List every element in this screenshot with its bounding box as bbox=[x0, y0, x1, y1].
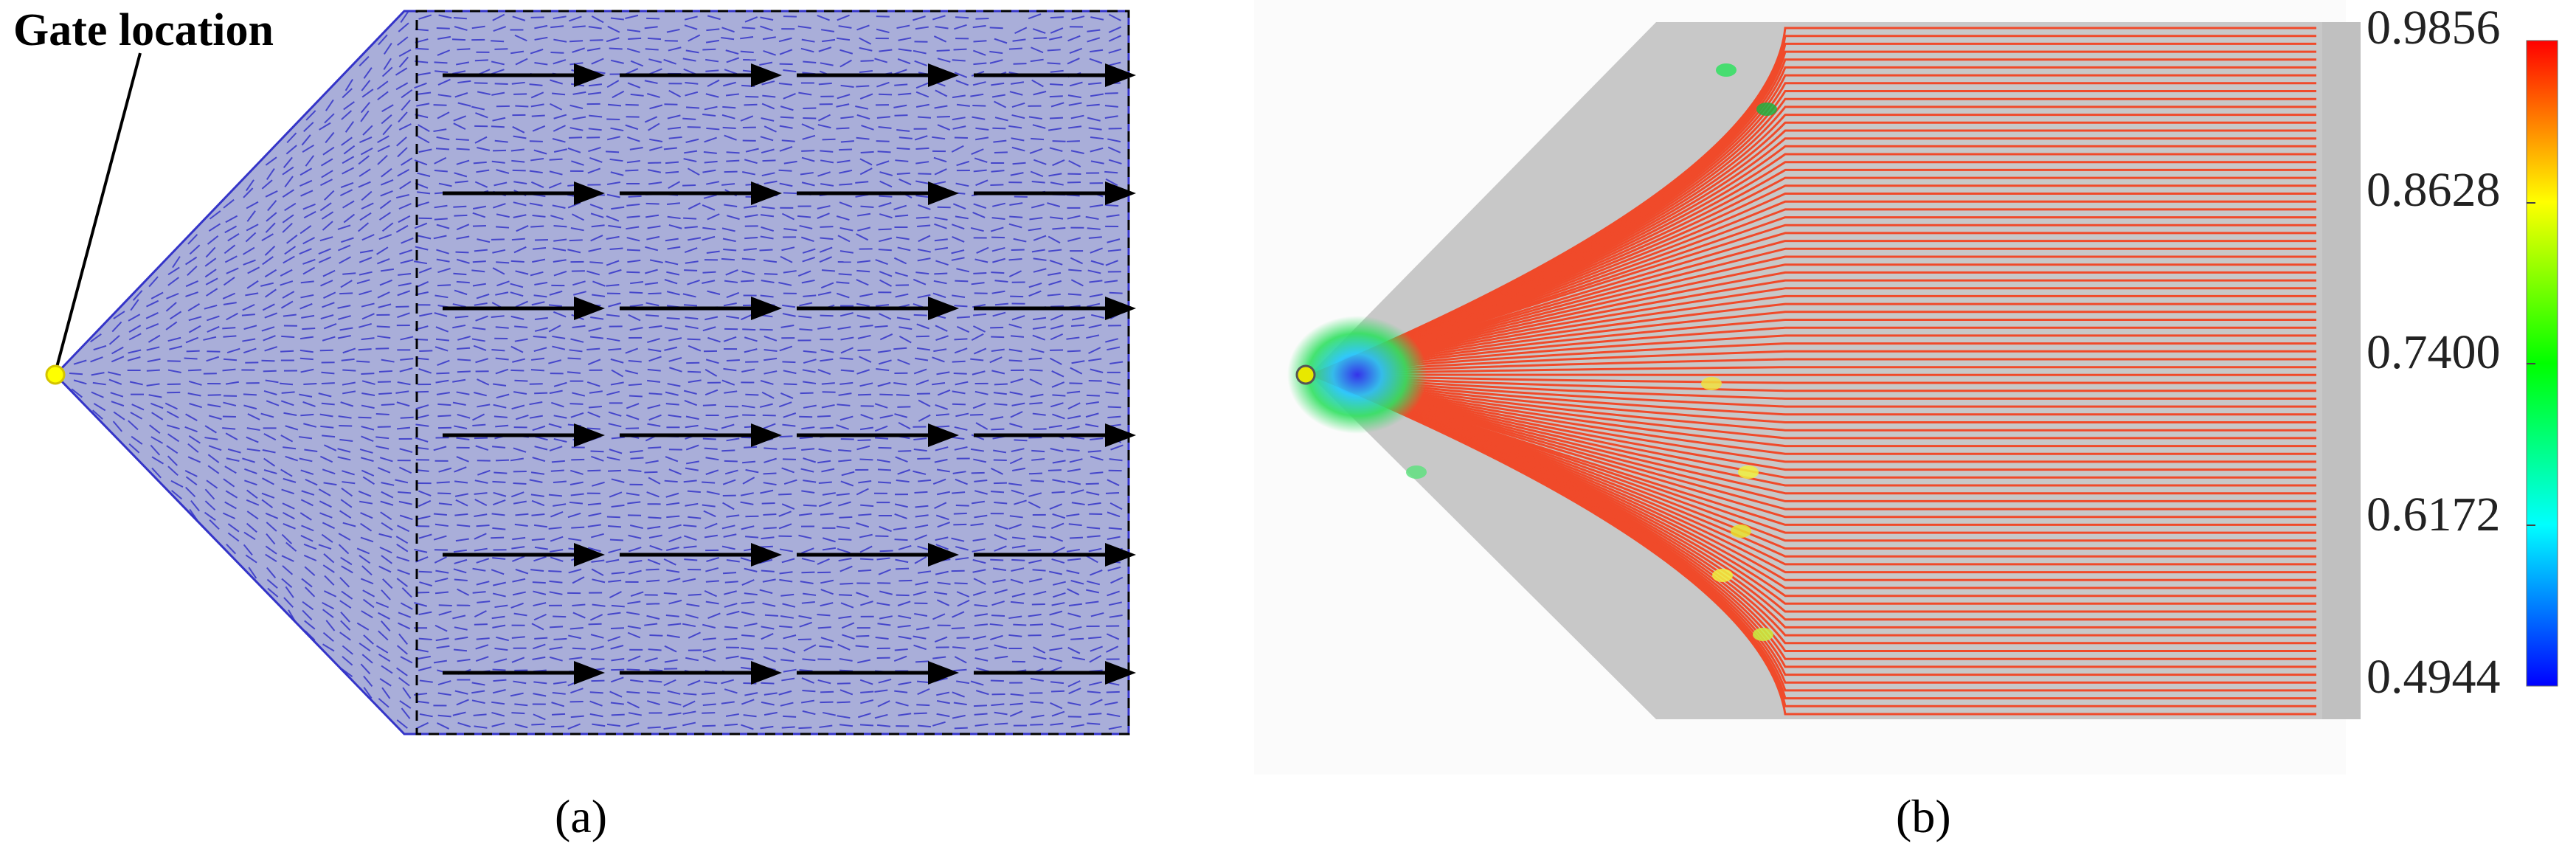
analysis-region-box bbox=[415, 10, 1130, 735]
colorbar-ticks bbox=[2527, 202, 2535, 526]
mold-cavity-a bbox=[53, 10, 1130, 735]
colorbar-tick-min: 0.4944 bbox=[2366, 650, 2501, 704]
colorbar-tick-4: 0.6172 bbox=[2366, 488, 2501, 541]
gate-marker bbox=[45, 364, 66, 385]
colorbar-tick-max: 0.9856 bbox=[2366, 1, 2501, 55]
panel-label-a: (a) bbox=[555, 790, 608, 842]
gate-location-label: Gate location bbox=[13, 5, 274, 55]
fiber-orientation-field bbox=[69, 10, 1123, 730]
flow-direction-arrows bbox=[443, 63, 1136, 685]
gate-leader-line bbox=[54, 52, 142, 373]
colorbar-tick-3: 0.7400 bbox=[2366, 325, 2501, 379]
mold-cavity-b bbox=[1309, 22, 2322, 719]
gate-low-orientation-zone bbox=[1287, 316, 1427, 434]
panel-a bbox=[45, 10, 1136, 735]
colorbar-tick-2: 0.8628 bbox=[2366, 163, 2501, 217]
panel-b bbox=[1254, 0, 2558, 775]
gate-marker-b bbox=[1295, 364, 1316, 385]
cavity-edge-strip bbox=[2322, 22, 2361, 719]
panel-label-b: (b) bbox=[1896, 790, 1951, 842]
